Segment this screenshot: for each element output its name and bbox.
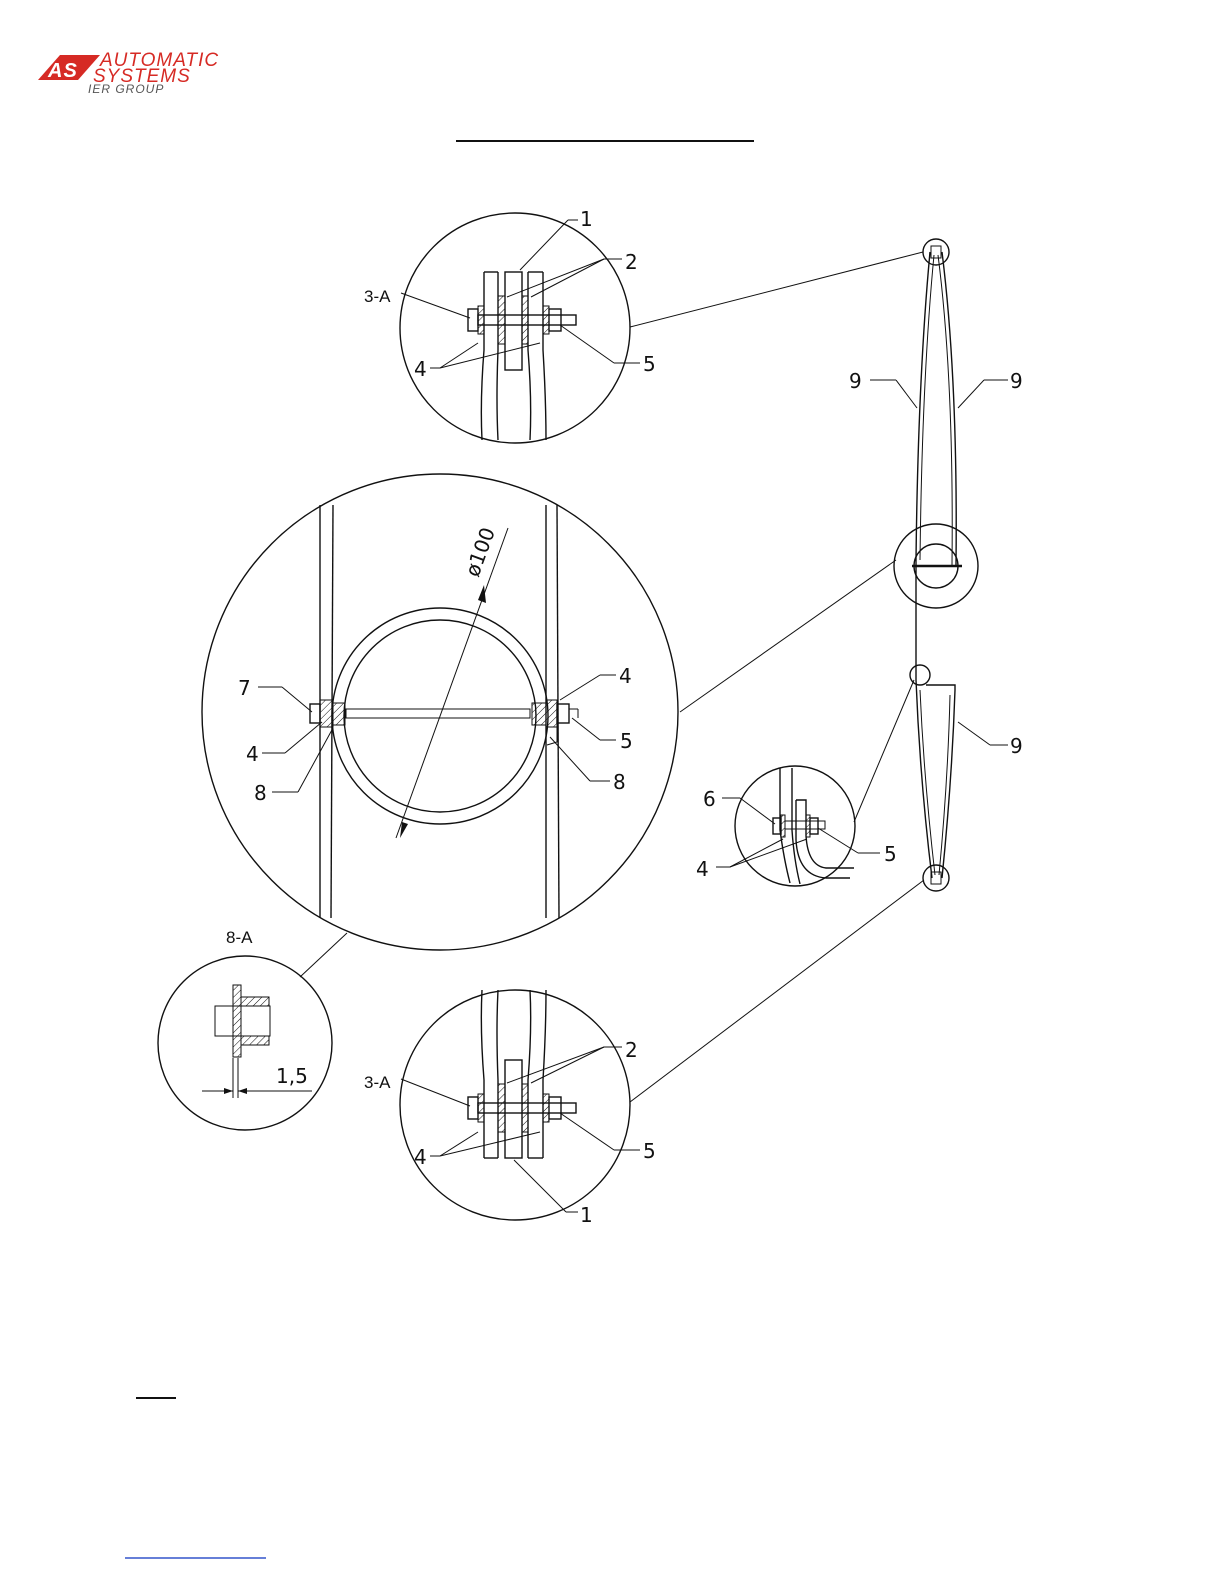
label-5-bottom: 5: [643, 1139, 656, 1163]
detail-bracket: [735, 766, 855, 886]
logo-line3: IER GROUP: [88, 82, 164, 96]
label-4-bottom: 4: [414, 1145, 427, 1169]
label-4-top: 4: [414, 357, 427, 381]
callouts-bottom-detail: 2 3-A 4 5 1: [364, 1038, 656, 1227]
leaf-profile: [630, 239, 978, 1102]
detail-tube-large: ø100: [202, 474, 678, 950]
detail-8a: 8-A 1,5: [158, 928, 332, 1130]
label-9-left: 9: [849, 369, 862, 393]
label-8a: 8-A: [226, 928, 253, 947]
label-1-bottom: 1: [580, 1203, 593, 1227]
label-8-right: 8: [613, 770, 626, 794]
label-9-lower: 9: [1010, 734, 1023, 758]
label-diameter: ø100: [460, 524, 500, 580]
label-1-top: 1: [580, 207, 593, 231]
label-2-top: 2: [625, 250, 638, 274]
callouts-large-detail: 7 4 8 4 5 8: [238, 664, 633, 977]
callout-9: 9 9 9: [849, 369, 1023, 758]
label-3a-bottom: 3-A: [364, 1073, 391, 1092]
label-4-bracket: 4: [696, 857, 709, 881]
label-5-bracket: 5: [884, 842, 897, 866]
label-8-left: 8: [254, 781, 267, 805]
detail-bottom: [400, 990, 630, 1220]
label-3a-top: 3-A: [364, 287, 391, 306]
label-2-bottom: 2: [625, 1038, 638, 1062]
label-4-right: 4: [619, 664, 632, 688]
callouts-top-detail: 1 2 3-A 4 5: [364, 207, 656, 381]
company-logo: AS AUTOMATIC SYSTEMS IER GROUP: [38, 50, 219, 96]
label-6: 6: [703, 787, 716, 811]
label-4-left: 4: [246, 742, 259, 766]
label-5-right: 5: [620, 729, 633, 753]
bottom-joint-marker: [923, 865, 949, 891]
detail-top: [400, 213, 630, 443]
label-5-top: 5: [643, 352, 656, 376]
label-7: 7: [238, 676, 251, 700]
top-joint-marker: [923, 239, 949, 265]
label-dimension: 1,5: [276, 1064, 308, 1088]
label-9-right: 9: [1010, 369, 1023, 393]
logo-mark: AS: [47, 60, 78, 82]
